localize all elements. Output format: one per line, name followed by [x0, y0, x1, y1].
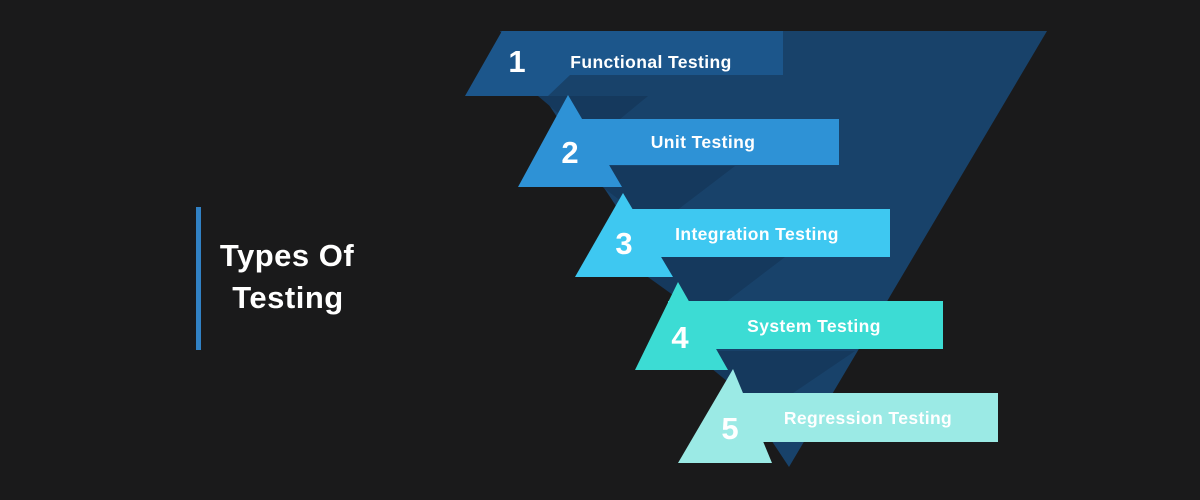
title-line-1: Types Of: [220, 238, 355, 273]
step-4-number: 4: [671, 320, 689, 355]
step-3-label: Integration Testing: [675, 224, 839, 244]
step-4-label: System Testing: [747, 316, 881, 336]
step-1-label: Functional Testing: [570, 52, 731, 72]
step-2-number: 2: [561, 135, 578, 170]
step-1-arrow: [465, 31, 783, 96]
step-5-label: Regression Testing: [784, 408, 952, 428]
step-1-number: 1: [508, 44, 525, 79]
step-3-bar: [614, 209, 890, 257]
step-3-number: 3: [615, 226, 632, 261]
step-5-number: 5: [721, 411, 738, 446]
fold-shadow-4: [690, 351, 855, 412]
step-2-label: Unit Testing: [651, 132, 756, 152]
step-5-bar: [724, 393, 998, 442]
step-4-bar: [668, 301, 943, 349]
step-2-bar: [560, 119, 839, 165]
title-line-2: Testing: [232, 280, 343, 315]
title-accent-line: [196, 207, 201, 350]
